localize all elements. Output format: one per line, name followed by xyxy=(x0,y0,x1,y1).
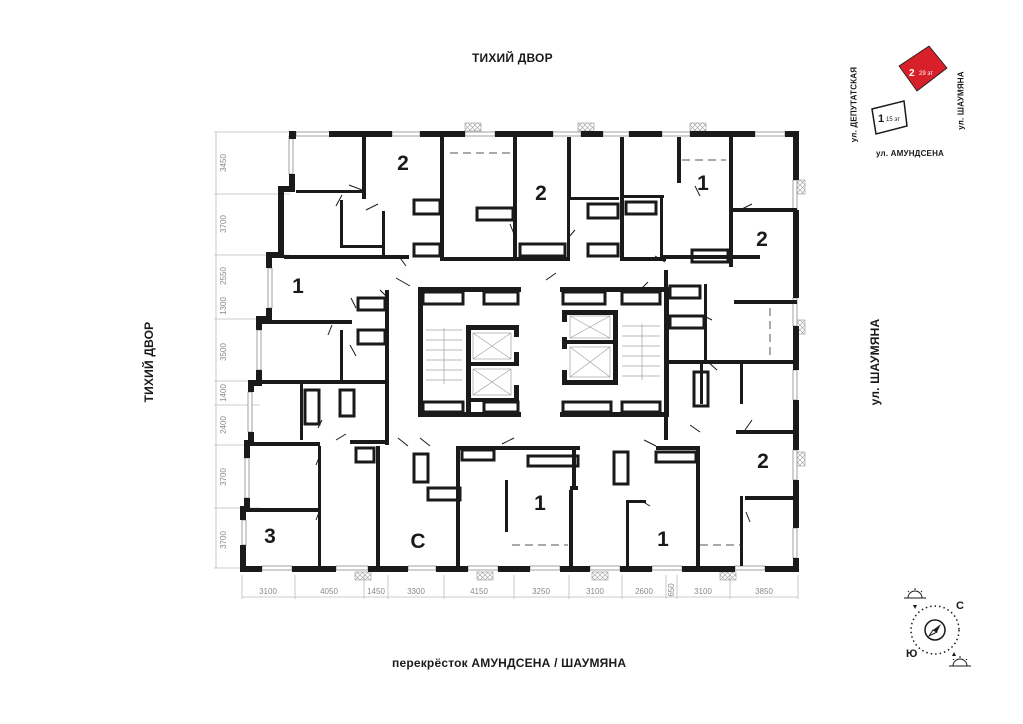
vent-blocks xyxy=(354,122,806,581)
svg-text:650: 650 xyxy=(667,583,676,597)
balcony-lines xyxy=(450,152,771,546)
svg-text:2600: 2600 xyxy=(635,587,653,596)
svg-text:4150: 4150 xyxy=(470,587,488,596)
compass-north-label: С xyxy=(956,600,965,612)
unit-u-right-upper: 2 xyxy=(756,228,768,251)
keyplan-street-bottom: ул. АМУНДСЕНА xyxy=(876,149,945,158)
svg-text:2: 2 xyxy=(909,68,915,79)
unit-u-top-left: 2 xyxy=(397,152,409,175)
sunset-icon xyxy=(949,656,971,667)
building-1-outline xyxy=(871,100,908,135)
svg-text:15 эт: 15 эт xyxy=(886,117,900,123)
interior-walls xyxy=(246,137,797,566)
bathroom-fixtures xyxy=(303,198,730,502)
unit-u-bottom-right: 1 xyxy=(657,528,669,551)
dimension-values-bottom: 3100 4050 1450 3300 4150 3250 3100 2600 … xyxy=(259,583,773,597)
unit-u-right-lower: 2 xyxy=(757,450,769,473)
unit-u-bottom-left: 3 xyxy=(264,525,276,548)
svg-text:3700: 3700 xyxy=(219,468,228,486)
key-plan: 2 29 эт 1 15 эт xyxy=(871,45,948,135)
svg-text:3500: 3500 xyxy=(219,343,228,361)
svg-text:3700: 3700 xyxy=(219,531,228,549)
label-bottom-intersection: перекрёсток АМУНДСЕНА / ШАУМЯНА xyxy=(392,656,627,670)
svg-text:1450: 1450 xyxy=(367,587,385,596)
compass-needle-icon xyxy=(924,619,946,641)
svg-text:3100: 3100 xyxy=(259,587,277,596)
svg-text:2400: 2400 xyxy=(219,416,228,434)
compass-south-label: Ю xyxy=(906,648,918,660)
svg-text:3100: 3100 xyxy=(586,587,604,596)
svg-text:29 эт: 29 эт xyxy=(919,71,933,77)
compass xyxy=(904,588,971,667)
svg-text:1400: 1400 xyxy=(219,384,228,402)
windows xyxy=(241,131,798,571)
exterior-walls xyxy=(240,131,799,572)
svg-text:3700: 3700 xyxy=(219,215,228,233)
svg-text:3450: 3450 xyxy=(219,154,228,172)
building-2-highlight xyxy=(898,45,948,92)
sun-icon xyxy=(904,588,926,599)
svg-text:1300: 1300 xyxy=(219,297,228,315)
unit-u-top-right: 1 xyxy=(697,172,709,195)
svg-text:3850: 3850 xyxy=(755,587,773,596)
door-swings xyxy=(315,184,753,523)
unit-u-left-upper: 1 xyxy=(292,275,304,298)
unit-u-top-mid: 2 xyxy=(535,182,547,205)
core-right xyxy=(560,287,669,417)
unit-u-bottom-studio: С xyxy=(410,530,425,553)
unit-labels: 2 2 1 2 1 2 3 С 1 1 xyxy=(264,152,769,553)
svg-text:1: 1 xyxy=(878,113,884,125)
svg-text:4050: 4050 xyxy=(320,587,338,596)
dimension-values-left: 3450 3700 2550 1300 3500 1400 2400 3700 … xyxy=(219,154,228,549)
label-top-courtyard: ТИХИЙ ДВОР xyxy=(472,51,553,65)
svg-text:3250: 3250 xyxy=(532,587,550,596)
svg-text:3300: 3300 xyxy=(407,587,425,596)
svg-text:3100: 3100 xyxy=(694,587,712,596)
core-left xyxy=(418,287,521,417)
unit-u-bottom-mid: 1 xyxy=(534,492,546,515)
svg-text:2550: 2550 xyxy=(219,267,228,285)
